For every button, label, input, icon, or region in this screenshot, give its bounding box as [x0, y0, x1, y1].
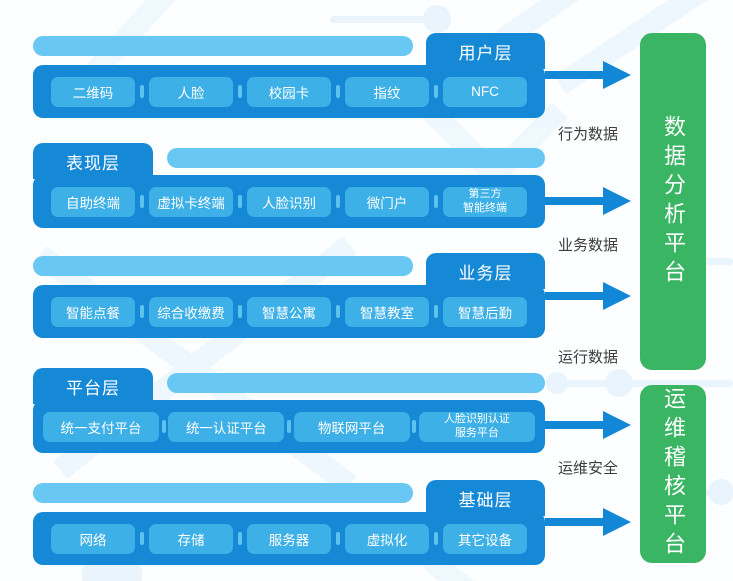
item-chip: 服务器 — [247, 523, 331, 554]
accent-bar — [33, 36, 413, 56]
arrow-shaft — [545, 292, 605, 300]
item-chip: 第三方 智能终端 — [443, 186, 527, 217]
layer-user-bar: 二维码 人脸 校园卡 指纹 NFC — [33, 65, 545, 118]
item-chip: 统一支付平台 — [43, 411, 159, 442]
layer-title: 基础层 — [458, 490, 513, 510]
chip-divider — [336, 532, 340, 545]
layer-title: 表现层 — [66, 153, 120, 173]
chip-divider — [336, 195, 340, 208]
item-chip: 人脸识别认证 服务平台 — [418, 411, 535, 442]
platform-title: 数据分析平台 — [661, 114, 686, 289]
chip-divider — [434, 532, 438, 545]
layer-business: 业务层 智能点餐 综合收缴费 智慧公寓 智慧教室 智慧后勤 — [33, 253, 545, 338]
item-chip: 校园卡 — [247, 76, 331, 107]
flow-label: 运行数据 — [557, 349, 618, 366]
item-chip: 智慧后勤 — [443, 296, 527, 327]
layer-infrastructure: 基础层 网络 存储 服务器 虚拟化 其它设备 — [33, 480, 545, 565]
item-chip: 其它设备 — [443, 523, 527, 554]
layer-business-bar: 智能点餐 综合收缴费 智慧公寓 智慧教室 智慧后勤 — [33, 285, 545, 338]
item-chip: 虚拟化 — [345, 523, 429, 554]
chip-divider — [434, 305, 438, 318]
layer-user-tab: 用户层 — [426, 33, 545, 69]
item-chip: 物联网平台 — [293, 411, 410, 442]
accent-bar — [33, 256, 413, 276]
arrow-head-icon — [603, 282, 631, 310]
item-chip: 智慧公寓 — [247, 296, 331, 327]
arrow-shaft — [545, 421, 605, 429]
chip-divider — [434, 195, 438, 208]
arrow-head-icon — [603, 61, 631, 89]
arrow-shaft — [545, 71, 605, 79]
layer-presentation-bar: 自助终端 虚拟卡终端 人脸识别 微门户 第三方 智能终端 — [33, 175, 545, 228]
item-chip: 智能点餐 — [51, 296, 135, 327]
chip-divider — [238, 532, 242, 545]
item-chip: 自助终端 — [51, 186, 135, 217]
accent-bar — [167, 148, 545, 168]
arrow-shaft — [545, 518, 605, 526]
layer-platform: 平台层 统一支付平台 统一认证平台 物联网平台 人脸识别认证 服务平台 — [33, 368, 545, 453]
chip-divider — [238, 85, 242, 98]
chip-divider — [434, 85, 438, 98]
chip-divider — [161, 420, 166, 433]
chip-divider — [140, 195, 144, 208]
layer-platform-bar: 统一支付平台 统一认证平台 物联网平台 人脸识别认证 服务平台 — [33, 400, 545, 453]
arrow-head-icon — [603, 508, 631, 536]
flow-arrow — [545, 411, 631, 439]
chip-divider — [286, 420, 291, 433]
item-chip: NFC — [443, 76, 527, 107]
chip-divider — [140, 532, 144, 545]
chip-divider — [412, 420, 417, 433]
layer-business-tab: 业务层 — [426, 253, 545, 289]
flow-arrow — [545, 508, 631, 536]
layer-title: 平台层 — [66, 378, 120, 398]
arrow-head-icon — [603, 411, 631, 439]
chip-divider — [238, 305, 242, 318]
layer-platform-tab: 平台层 — [33, 368, 153, 404]
item-chip: 人脸 — [149, 76, 233, 107]
flow-arrow — [545, 187, 631, 215]
layer-user: 用户层 二维码 人脸 校园卡 指纹 NFC — [33, 33, 545, 118]
item-chip: 智慧教室 — [345, 296, 429, 327]
flow-label: 运维安全 — [557, 460, 618, 477]
item-chip: 微门户 — [345, 186, 429, 217]
layer-infrastructure-bar: 网络 存储 服务器 虚拟化 其它设备 — [33, 512, 545, 565]
layer-presentation: 表现层 自助终端 虚拟卡终端 人脸识别 微门户 第三方 智能终端 — [33, 143, 545, 228]
chip-divider — [336, 305, 340, 318]
chip-divider — [140, 305, 144, 318]
chip-divider — [336, 85, 340, 98]
accent-bar — [167, 373, 545, 393]
flow-label: 行为数据 — [557, 126, 618, 143]
arrow-head-icon — [603, 187, 631, 215]
item-chip: 二维码 — [51, 76, 135, 107]
chip-divider — [140, 85, 144, 98]
flow-label: 业务数据 — [557, 237, 618, 254]
layer-infrastructure-tab: 基础层 — [426, 480, 545, 516]
item-chip: 网络 — [51, 523, 135, 554]
item-chip: 指纹 — [345, 76, 429, 107]
layer-title: 用户层 — [458, 43, 513, 63]
item-chip: 人脸识别 — [247, 186, 331, 217]
flow-arrow — [545, 282, 631, 310]
layer-title: 业务层 — [458, 263, 513, 283]
arrow-shaft — [545, 197, 605, 205]
flow-arrow — [545, 61, 631, 89]
platform-title: 运维稽核平台 — [661, 387, 686, 561]
ops-audit-platform-panel: 运维稽核平台 — [640, 385, 706, 563]
data-analysis-platform-panel: 数据分析平台 — [640, 33, 706, 370]
item-chip: 统一认证平台 — [168, 411, 285, 442]
chip-divider — [238, 195, 242, 208]
accent-bar — [33, 483, 413, 503]
item-chip: 综合收缴费 — [149, 296, 233, 327]
item-chip: 虚拟卡终端 — [149, 186, 233, 217]
item-chip: 存储 — [149, 523, 233, 554]
layer-presentation-tab: 表现层 — [33, 143, 153, 179]
